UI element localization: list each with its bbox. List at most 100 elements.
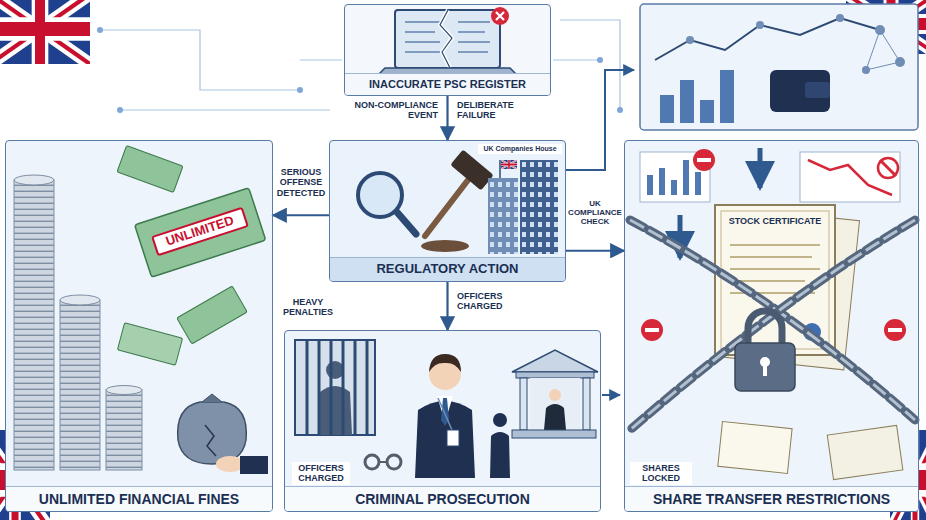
wallet-flap [805,82,830,98]
panel-ground [625,140,918,512]
chart-dot [836,14,844,22]
keyhole [763,364,767,376]
error-cross [496,12,504,20]
court-roof [512,350,598,372]
chart-dots [686,14,905,74]
chain [630,220,915,430]
lanyard [438,398,452,430]
wallet [770,70,830,112]
padlock-body [735,343,795,391]
banknote [135,188,266,277]
chain-shine [630,220,915,430]
circuit-line [120,109,330,110]
panel-ground [345,4,550,96]
padlock-shackle [748,311,782,345]
register-box: INACCURATE PSC REGISTER [344,4,551,96]
mini-chart [640,152,710,202]
flow-connector [566,250,624,252]
circuit-line [553,59,600,60]
flow-arrow [602,394,620,396]
bag-neck [202,394,222,402]
magnifier-lens [358,173,402,217]
screen-crack [440,10,452,68]
node-title: CRIMINAL PROSECUTION [285,486,600,511]
bar [680,80,694,123]
circuit-dot [597,57,603,63]
handcuff [365,455,379,469]
action-box: REGULATORY ACTION [329,140,566,282]
banknote [117,146,183,193]
court-column [520,378,527,430]
connector-label: UK COMPLIANCE CHECK [566,198,624,228]
coin-top [106,386,142,395]
flag-pole [499,160,501,178]
building [488,178,518,254]
id-badge [447,430,459,446]
flow-note: SHARES LOCKED [630,462,692,485]
chart-dot [686,36,694,44]
jail-bars [307,340,367,435]
court-column [583,378,590,430]
coin-stack [106,390,142,470]
police-head [493,413,507,427]
prisoner-body [318,386,352,435]
trend-line [655,18,880,60]
error-badge [491,7,509,25]
judge-robe [544,404,566,430]
bar [660,95,674,123]
connector-label: NON-COMPLIANCE EVENT [350,99,440,122]
mini-bars [650,160,698,195]
node-title: UNLIMITED FINANCIAL FINES [6,486,272,511]
building-sign: UK Companies House [478,144,562,154]
flow-connector [273,214,329,216]
no-entry-sign [884,319,906,341]
flow-connector [446,282,448,330]
union-flag [0,0,90,64]
coin-stack [60,300,100,470]
banknote [117,323,182,366]
coin-top [60,295,100,305]
circuit-dot [297,87,303,93]
panel-ground [6,140,272,512]
sleeve [240,456,268,474]
hand [216,456,244,472]
connector-label: OFFICERS CHARGED [455,290,535,313]
bar [700,100,714,123]
chart-panel [640,4,918,130]
coin-stack [14,180,54,470]
no-slash [880,160,896,176]
circuit-line [560,20,620,110]
circuit-line [100,30,300,90]
money-bag [178,402,247,464]
certificate-title: STOCK CERTIFICATE [722,215,828,227]
bag-crack [205,425,216,456]
certificate [718,421,792,473]
no-entry-bar [645,328,659,332]
no-entry-bar [697,158,711,162]
mini-chart [800,152,900,202]
prisoner-head [326,361,344,379]
chart-dot [756,21,764,29]
court-hall [530,378,580,430]
node-title: INACCURATE PSC REGISTER [345,73,550,95]
judge-head [549,389,561,401]
flow-note: OFFICERS CHARGED [292,462,350,485]
police-body [490,432,510,478]
no-sign [878,158,898,178]
screen-crack [440,10,452,68]
sound-block [421,240,469,252]
no-entry-bar [888,328,902,332]
circuit-dot [97,27,103,33]
handcuff [387,455,401,469]
panel-ground [285,330,600,512]
penalty-panel: SHARE TRANSFER RESTRICTIONS [624,140,919,512]
panel-ground [330,140,565,282]
flow-connector [446,96,448,140]
circuit-line [300,59,342,60]
bar [720,70,734,123]
jail-cell [295,340,375,435]
building-windows [520,160,558,254]
penalty-panel: CRIMINAL PROSECUTION [284,330,601,512]
